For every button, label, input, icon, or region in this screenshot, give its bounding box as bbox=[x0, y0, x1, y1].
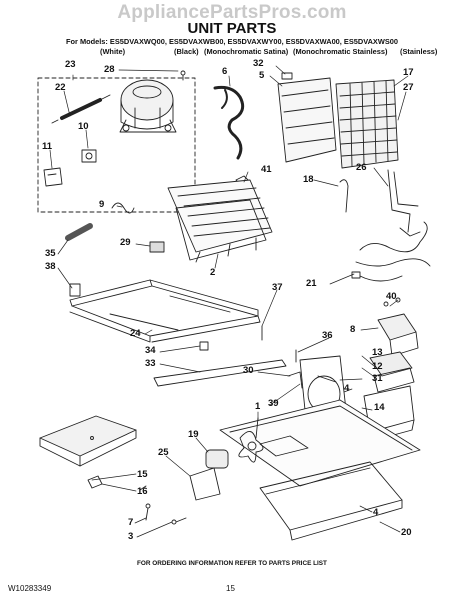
callout-36: 36 bbox=[322, 330, 333, 341]
leader-lines bbox=[49, 65, 409, 538]
callout-15: 15 bbox=[137, 469, 148, 480]
callout-24: 24 bbox=[130, 328, 141, 339]
callout-34: 34 bbox=[145, 345, 156, 356]
callout-12: 12 bbox=[372, 361, 383, 372]
base-rail bbox=[153, 325, 303, 389]
callout-1: 1 bbox=[255, 401, 261, 412]
evaporator-cover bbox=[277, 72, 337, 163]
callout-26: 26 bbox=[356, 162, 367, 173]
callout-29: 29 bbox=[120, 237, 131, 248]
frame-rails bbox=[69, 279, 261, 343]
callout-14: 14 bbox=[374, 402, 385, 413]
drain-wire-18 bbox=[339, 179, 349, 213]
ordering-note: FOR ORDERING INFORMATION REFER TO PARTS … bbox=[137, 560, 327, 567]
callout-6: 6 bbox=[222, 66, 228, 77]
callout-10: 10 bbox=[78, 121, 89, 132]
page-number: 15 bbox=[226, 584, 235, 593]
page-title: UNIT PARTS bbox=[187, 20, 277, 37]
wire-spring-9 bbox=[111, 202, 135, 214]
models-line: For Models: ES5DVAXWQ00, ES5DVAXWB00, ES… bbox=[66, 37, 398, 46]
watermark: AppliancePartsPros.com bbox=[117, 2, 347, 23]
heater-tube bbox=[387, 169, 421, 237]
variant-label: (Monochromatic Satina) bbox=[204, 47, 289, 56]
relay-board bbox=[369, 351, 415, 393]
callout-4: 4 bbox=[344, 383, 350, 394]
evaporator-coil bbox=[335, 79, 399, 169]
document-number: W10283349 bbox=[8, 584, 52, 593]
control-box bbox=[377, 297, 419, 357]
callout-38: 38 bbox=[45, 261, 56, 272]
callout-35: 35 bbox=[45, 248, 56, 259]
callout-30: 30 bbox=[243, 365, 254, 376]
variant-label: (White) bbox=[100, 47, 126, 56]
callout-28: 28 bbox=[104, 64, 115, 75]
grommet-35 bbox=[65, 223, 93, 241]
callout-2: 2 bbox=[210, 267, 216, 278]
callout-39: 39 bbox=[268, 398, 279, 409]
callout-33: 33 bbox=[145, 358, 156, 369]
callout-22: 22 bbox=[55, 82, 66, 93]
callout-5: 5 bbox=[259, 70, 265, 81]
callout-20: 20 bbox=[401, 527, 412, 538]
condenser-coil bbox=[167, 179, 273, 263]
callout-17: 17 bbox=[403, 67, 414, 78]
callout-16: 16 bbox=[137, 486, 148, 497]
compressor-kit-box bbox=[37, 77, 196, 213]
callout-18: 18 bbox=[303, 174, 314, 185]
fan-motor bbox=[189, 449, 229, 501]
callout-25: 25 bbox=[158, 447, 169, 458]
base-pan bbox=[219, 399, 421, 541]
screws bbox=[139, 485, 187, 525]
drain-tube bbox=[213, 85, 245, 160]
variant-label: (Monochromatic Stainless) bbox=[293, 47, 388, 56]
callout-31: 31 bbox=[372, 373, 383, 384]
variant-label: (Stainless) bbox=[400, 47, 438, 56]
callout-9: 9 bbox=[99, 199, 105, 210]
callout-37: 37 bbox=[272, 282, 283, 293]
callout-40: 40 bbox=[386, 291, 397, 302]
callout-4-base: 4 bbox=[373, 507, 379, 518]
overload-and-relay bbox=[43, 94, 111, 187]
wire-harness bbox=[351, 221, 431, 282]
callout-32: 32 bbox=[253, 58, 264, 69]
callout-41: 41 bbox=[261, 164, 272, 175]
grommet-29 bbox=[149, 241, 165, 253]
condenser-fan bbox=[238, 417, 264, 463]
drain-pan bbox=[39, 415, 137, 489]
callout-27: 27 bbox=[403, 82, 414, 93]
callout-23: 23 bbox=[65, 59, 76, 70]
callout-11: 11 bbox=[42, 141, 53, 152]
compressor bbox=[119, 70, 186, 133]
callout-13: 13 bbox=[372, 347, 383, 358]
callout-19: 19 bbox=[188, 429, 199, 440]
callout-8: 8 bbox=[350, 324, 356, 335]
variant-label: (Black) bbox=[174, 47, 199, 56]
callout-7: 7 bbox=[128, 517, 134, 528]
callout-21: 21 bbox=[306, 278, 317, 289]
callout-3: 3 bbox=[128, 531, 134, 542]
